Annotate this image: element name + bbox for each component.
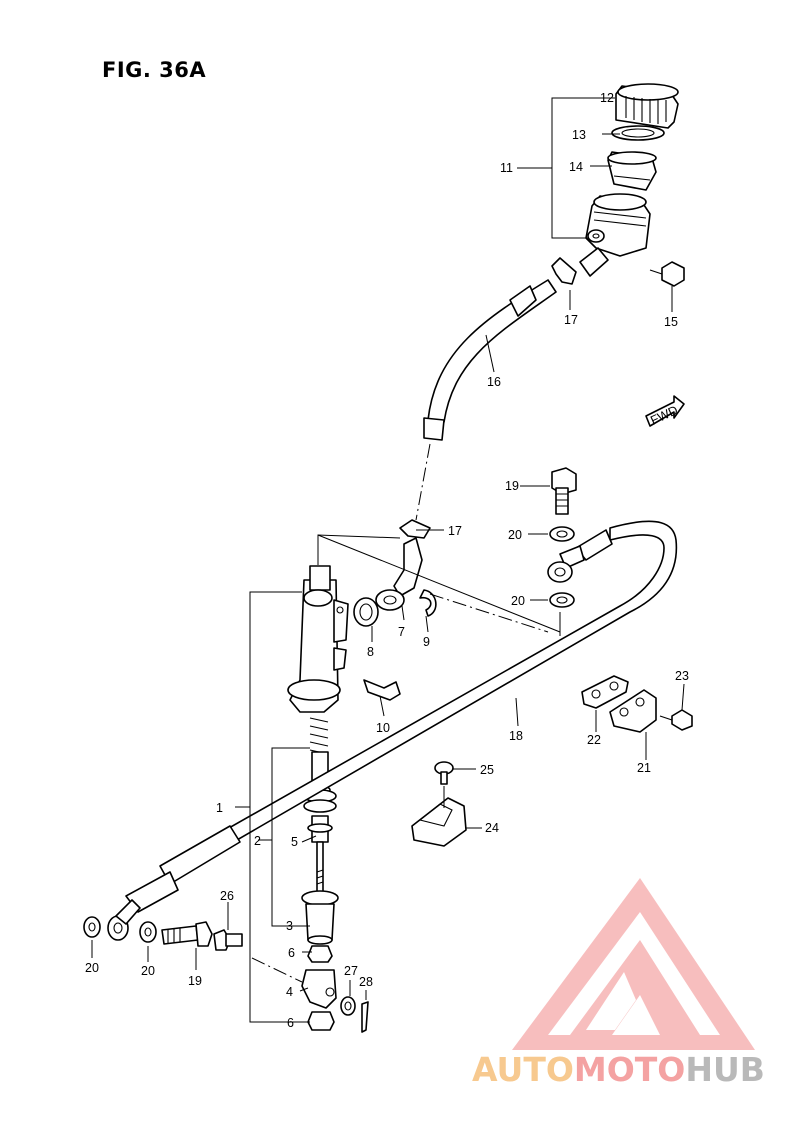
label-11: 11	[500, 161, 513, 175]
label-23: 23	[675, 669, 689, 683]
label-20-left: 20	[85, 961, 99, 975]
union-bolt-19-a	[551, 467, 577, 515]
reservoir-tank	[579, 193, 651, 277]
banjo-right	[547, 561, 573, 583]
label-14: 14	[569, 160, 583, 174]
label-19-lower: 19	[188, 974, 202, 988]
label-15: 15	[664, 315, 678, 329]
washer-20-a	[83, 916, 101, 938]
label-18: 18	[509, 729, 523, 743]
label-16: 16	[487, 375, 501, 389]
bracket-21	[609, 689, 657, 733]
bolt-26	[213, 929, 243, 951]
label-22: 22	[587, 733, 601, 747]
nut-6-lower	[307, 1011, 335, 1031]
part-labels: 12 13 14 11 15 17 16 17 19 20 20 7 8 9 1…	[85, 91, 689, 1030]
label-27: 27	[344, 964, 358, 978]
label-2: 2	[254, 834, 261, 848]
label-3: 3	[286, 919, 293, 933]
bolt-10	[363, 679, 401, 701]
label-6-upper: 6	[288, 946, 295, 960]
label-9: 9	[423, 635, 430, 649]
screw-25	[434, 761, 454, 785]
watermark-part-2: MOTO	[573, 1050, 686, 1089]
label-17-lower: 17	[448, 524, 462, 538]
reservoir-hose-16	[415, 279, 557, 521]
hose-joint-7	[375, 537, 423, 611]
label-8: 8	[367, 645, 374, 659]
bolt-23	[659, 709, 693, 731]
washer-20-d	[549, 592, 575, 608]
plate-22	[581, 675, 629, 709]
nut-6-upper	[307, 945, 333, 963]
label-24: 24	[485, 821, 499, 835]
watermark-part-1: AUTO	[472, 1050, 574, 1089]
washer-27	[340, 996, 356, 1016]
label-17-upper: 17	[564, 313, 578, 327]
watermark-logo	[512, 878, 755, 1050]
banjo-left	[107, 899, 141, 941]
label-6-lower: 6	[287, 1016, 294, 1030]
label-20-center: 20	[141, 964, 155, 978]
watermark-part-3: HUB	[685, 1050, 765, 1089]
bracket-24	[411, 797, 467, 847]
clamp-17-lower	[399, 519, 431, 539]
label-26: 26	[220, 889, 234, 903]
gasket-8	[353, 597, 379, 627]
master-cylinder-body	[287, 565, 349, 713]
label-7: 7	[398, 625, 405, 639]
fwd-arrow-icon: FWD	[645, 395, 685, 428]
label-19-upper: 19	[505, 479, 519, 493]
label-10: 10	[376, 721, 390, 735]
pushrod-5	[316, 841, 324, 893]
label-21: 21	[637, 761, 651, 775]
label-25: 25	[480, 763, 494, 777]
boot-3	[301, 890, 339, 945]
fwd-label: FWD	[648, 403, 680, 428]
figure-title: FIG. 36A	[102, 58, 207, 82]
washer-20-b	[139, 921, 157, 943]
label-5: 5	[291, 835, 298, 849]
clamp-17-upper	[551, 257, 577, 285]
clevis-4	[301, 969, 337, 1009]
plate-13	[611, 125, 665, 141]
label-13: 13	[572, 128, 586, 142]
washer-20-c	[549, 526, 575, 542]
union-bolt-19-b	[161, 921, 213, 947]
watermark-brand: AUTOMOTOHUB	[472, 1050, 765, 1089]
cotter-pin-28	[361, 1001, 369, 1033]
label-1: 1	[216, 801, 223, 815]
reservoir-cap-12	[615, 83, 679, 129]
leader-lines	[91, 97, 685, 1023]
label-20-upper: 20	[508, 528, 522, 542]
circlip-9	[419, 589, 437, 617]
label-4: 4	[286, 985, 293, 999]
label-20-middle: 20	[511, 594, 525, 608]
label-12: 12	[600, 91, 614, 105]
label-28: 28	[359, 975, 373, 989]
bolt-15	[649, 261, 685, 287]
diaphragm-14	[607, 151, 657, 191]
